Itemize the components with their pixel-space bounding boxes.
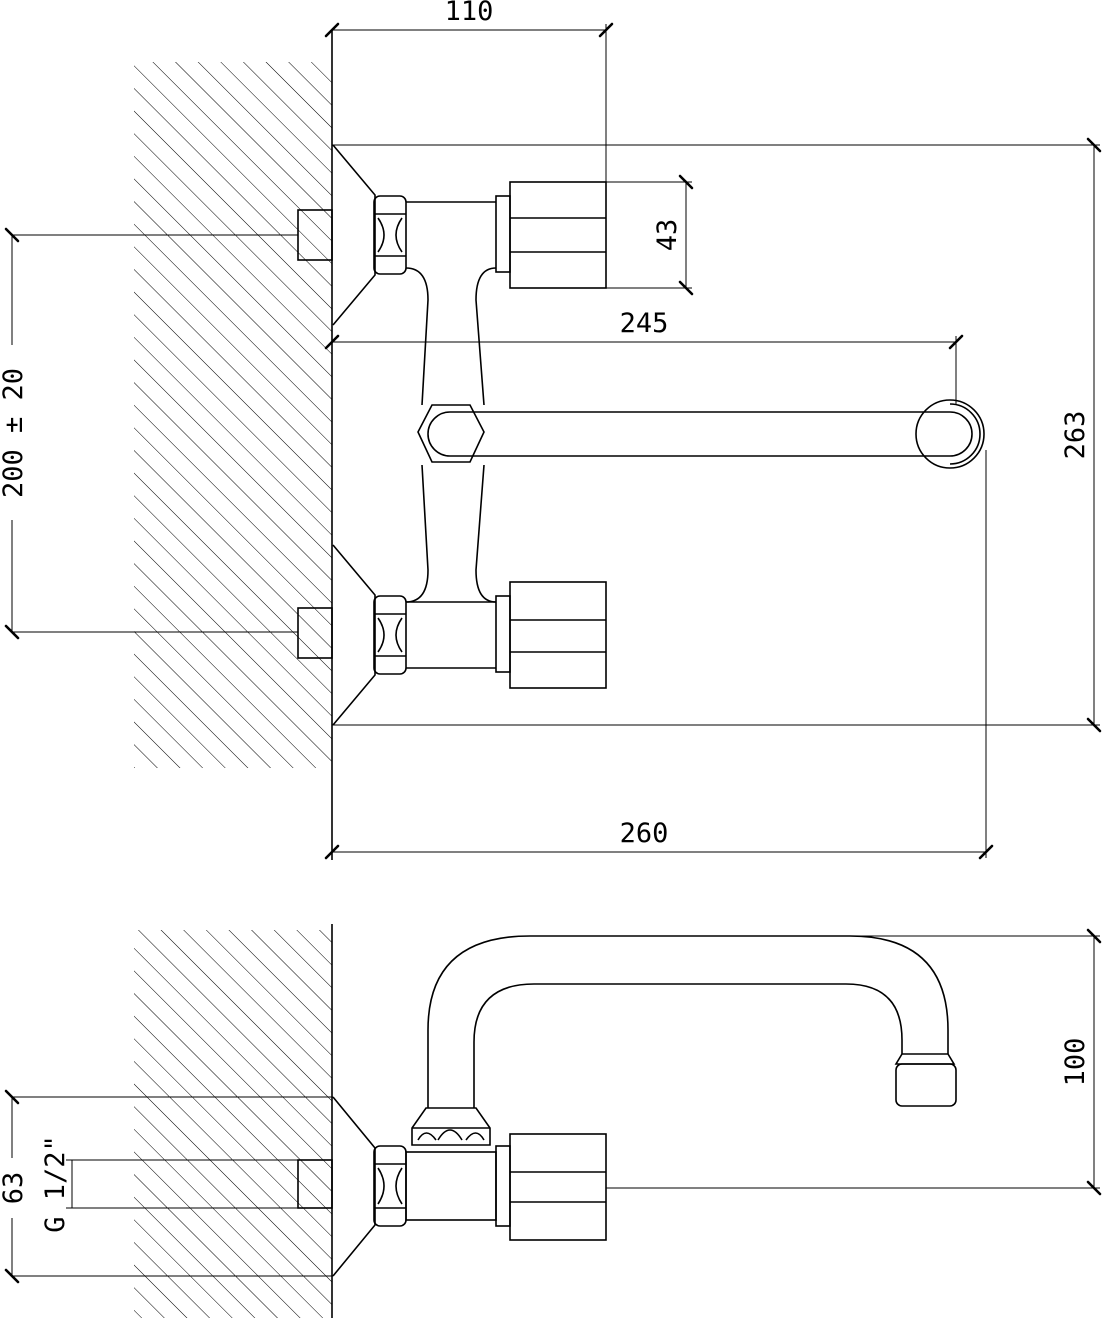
side-view: 100 63 G 1/2"	[0, 924, 1102, 1318]
side-knob	[495, 1133, 607, 1241]
dim-260-label: 260	[620, 818, 669, 849]
dim-43-label: 43	[652, 219, 683, 252]
lower-knob	[495, 581, 607, 689]
dim-thread: G 1/2"	[40, 1135, 298, 1233]
dim-263: 263	[332, 137, 1102, 733]
dim-200: 200 ± 20	[0, 227, 298, 640]
dim-100-label: 100	[1060, 1038, 1091, 1087]
dim-260: 260	[324, 450, 994, 860]
wall-hatch-top	[134, 62, 332, 768]
dim-245-label: 245	[620, 308, 669, 339]
spout-top	[417, 399, 985, 469]
upper-nut	[373, 195, 407, 275]
dim-263-label: 263	[1060, 411, 1091, 460]
spout-base	[411, 1107, 491, 1146]
dim-110-label: 110	[445, 0, 494, 27]
dim-63-label: 63	[0, 1172, 29, 1205]
dim-thread-label: G 1/2"	[40, 1135, 71, 1233]
lower-nut	[373, 595, 407, 675]
wall-hatch-side	[134, 930, 332, 1318]
side-nut	[373, 1145, 407, 1227]
upper-knob	[495, 181, 607, 289]
dim-63: 63	[0, 1089, 333, 1284]
top-view: 110 43 245 263	[0, 0, 1102, 860]
dim-200-label: 200 ± 20	[0, 368, 29, 498]
dim-100: 100	[606, 928, 1102, 1196]
spout-side	[427, 935, 957, 1108]
dim-43: 43	[606, 174, 694, 296]
dim-245: 245	[324, 308, 964, 404]
dim-110: 110	[324, 0, 614, 182]
